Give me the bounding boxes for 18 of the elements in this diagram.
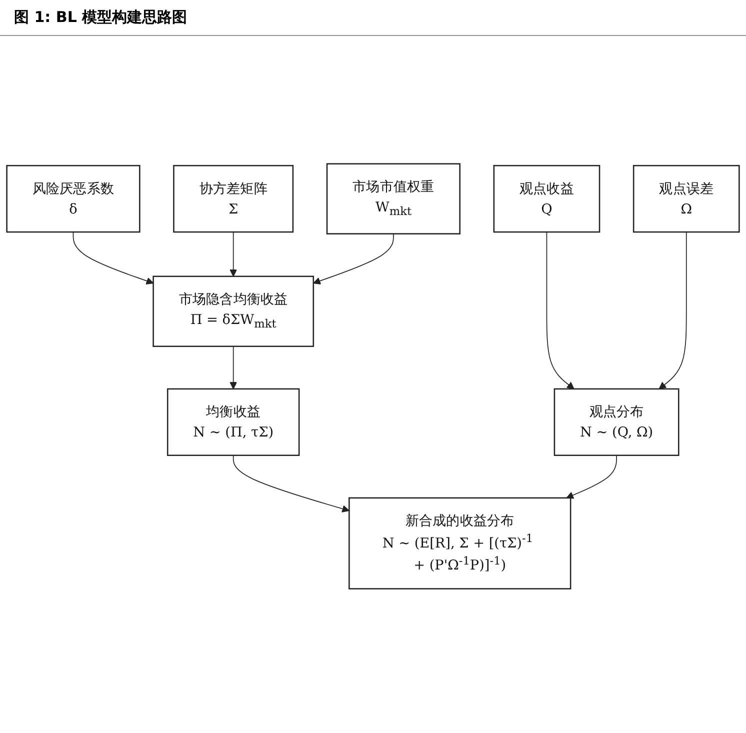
arrow: [566, 454, 617, 498]
arrow: [658, 231, 687, 389]
arrow: [546, 231, 574, 389]
node-box: 市场隐含均衡收益 Π = δΣW$_{mkt}$: [152, 275, 314, 347]
arrow: [230, 346, 238, 389]
figure-title: 图 1: BL 模型构建思路图: [0, 0, 746, 36]
node-box: 观点误差 Ω: [632, 164, 740, 232]
arrow: [72, 231, 154, 284]
node-box: 均衡收益 N ~ (Π, τΣ): [166, 388, 300, 456]
node-box: 风险厌恶系数 δ: [6, 164, 140, 232]
node-box: 新合成的收益分布 N ~ (E[R], Σ + [(τΣ)$^{-1}$ + (P'Ω$^{-1}$P)]$^{-1}$): [348, 497, 572, 590]
node-box: 观点分布 N ~ (Q, Ω): [554, 388, 680, 456]
arrow: [232, 454, 350, 512]
node-box: 协方差矩阵 Σ: [173, 164, 294, 232]
node-box: 市场市值权重 W$_{mkt}$: [326, 162, 460, 234]
node-box: 观点收益 Q: [493, 164, 600, 232]
arrow: [313, 233, 394, 284]
arrow: [230, 231, 238, 276]
